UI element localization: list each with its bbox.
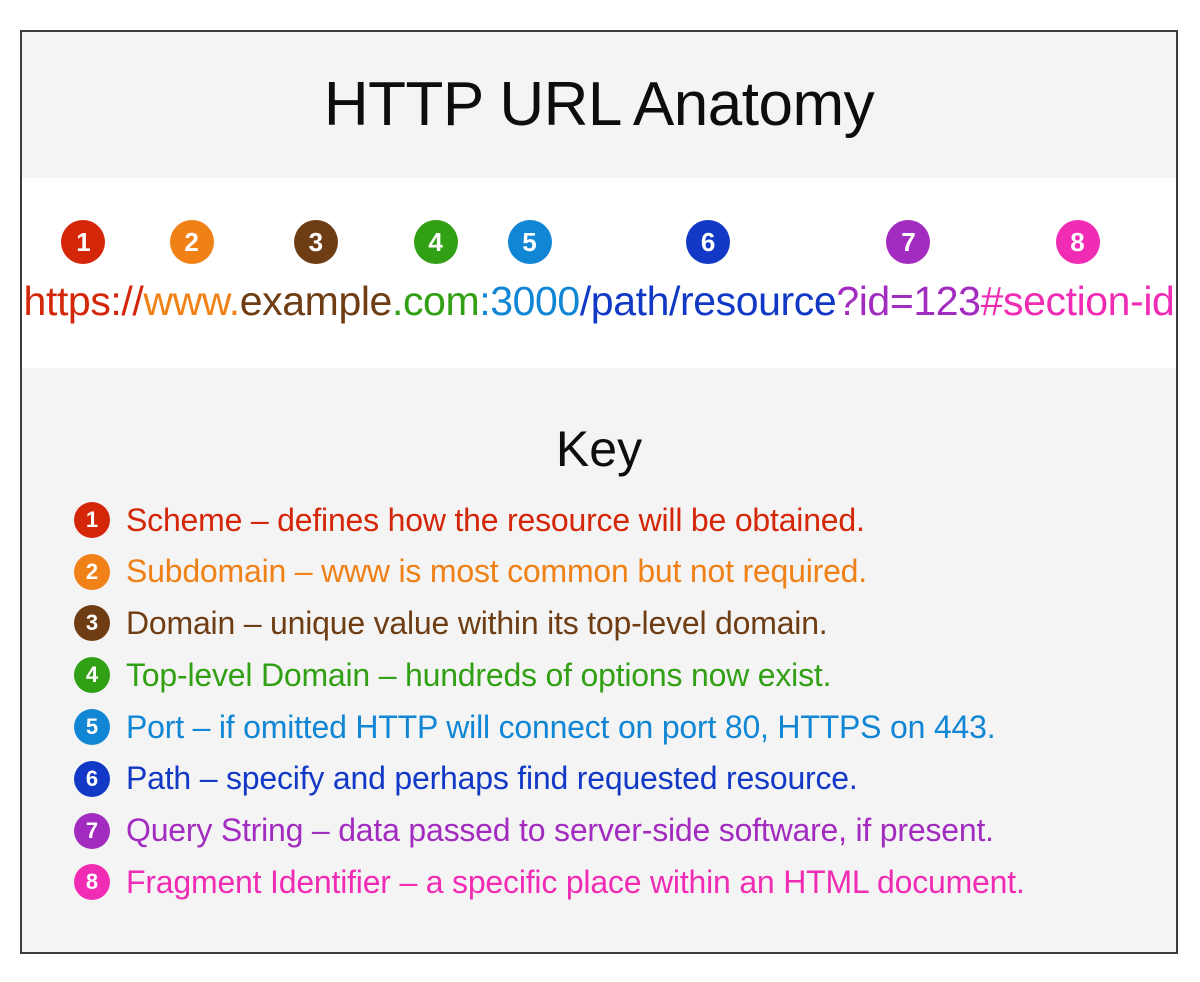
url-marker-badge-4: 4 <box>413 220 458 265</box>
url-segment-8: #section-id <box>980 278 1175 325</box>
key-item-label: Fragment Identifier – a specific place w… <box>126 864 1025 901</box>
list-item: 7 Query String – data passed to server-si… <box>74 812 1156 849</box>
list-item: 2 Subdomain – www is most common but not … <box>74 553 1156 590</box>
key-item-label: Scheme – defines how the resource will b… <box>126 501 865 538</box>
key-badge-4: 4 <box>74 657 110 694</box>
key-section: Key 1 Scheme – defines how the resource w… <box>22 368 1176 952</box>
page-title: HTTP URL Anatomy <box>323 70 875 139</box>
key-badge-8: 8 <box>74 864 110 901</box>
key-item-label: Query String – data passed to server-sid… <box>126 812 994 849</box>
url-marker-badge-6: 6 <box>686 220 731 265</box>
key-badge-3: 3 <box>74 605 110 642</box>
url-anatomy-poster: HTTP URL Anatomy 1 2 3 4 5 6 7 8 https://www.ex… <box>20 30 1178 954</box>
url-segment-6: /path/resource <box>579 278 837 325</box>
list-item: 5 Port – if omitted HTTP will connect on … <box>74 709 1156 746</box>
url-marker-badge-7: 7 <box>886 220 931 265</box>
list-item: 6 Path – specify and perhaps find request… <box>74 760 1156 797</box>
url-segment-2: www. <box>143 278 240 325</box>
url-marker-badge-8: 8 <box>1055 220 1100 265</box>
list-item: 4 Top-level Domain – hundreds of options … <box>74 657 1156 694</box>
url-badge-row: 1 2 3 4 5 6 7 8 <box>22 220 1176 272</box>
key-heading: Key <box>555 420 643 477</box>
list-item: 3 Domain – unique value within its top-le… <box>74 605 1156 642</box>
url-marker-badge-2: 2 <box>169 220 214 265</box>
key-badge-5: 5 <box>74 709 110 746</box>
key-list: 1 Scheme – defines how the resource will … <box>22 502 1176 901</box>
url-marker-badge-1: 1 <box>61 220 106 265</box>
url-segment-7: ?id=123 <box>836 278 981 325</box>
key-item-label: Port – if omitted HTTP will connect on p… <box>126 708 996 745</box>
key-badge-7: 7 <box>74 812 110 849</box>
list-item: 1 Scheme – defines how the resource will … <box>74 502 1156 539</box>
url-marker-badge-5: 5 <box>507 220 552 265</box>
list-item: 8 Fragment Identifier – a specific place … <box>74 864 1156 901</box>
url-segment-4: .com <box>391 278 480 325</box>
key-badge-2: 2 <box>74 553 110 590</box>
url-segment-3: example <box>239 278 393 325</box>
key-item-label: Subdomain – www is most common but not r… <box>126 553 867 590</box>
key-badge-1: 1 <box>74 501 110 538</box>
url-marker-badge-3: 3 <box>293 220 338 265</box>
key-item-label: Domain – unique value within its top-lev… <box>126 605 828 642</box>
key-item-label: Top-level Domain – hundreds of options n… <box>126 656 832 693</box>
header-band: HTTP URL Anatomy <box>22 32 1176 178</box>
key-item-label: Path – specify and perhaps find requeste… <box>126 760 858 797</box>
url-string: https://www.example.com:3000/path/resour… <box>22 278 1176 325</box>
key-badge-6: 6 <box>74 760 110 797</box>
url-segment-5: :3000 <box>479 278 580 325</box>
url-segment-1: https:// <box>23 278 144 325</box>
url-diagram-section: 1 2 3 4 5 6 7 8 https://www.example.com:3000/pa… <box>22 178 1176 368</box>
